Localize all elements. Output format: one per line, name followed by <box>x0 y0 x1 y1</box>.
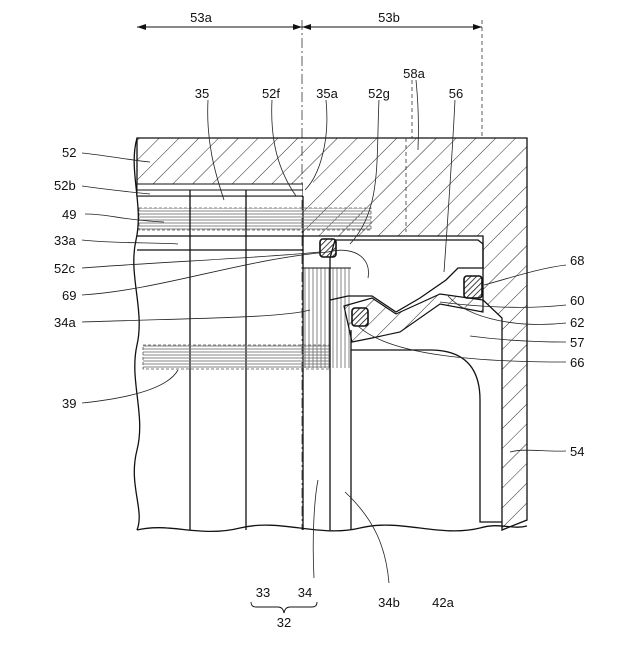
label-35a: 35a <box>316 86 338 101</box>
label-58a: 58a <box>403 66 425 81</box>
cavity-42a <box>351 350 502 522</box>
label-56: 56 <box>449 86 463 101</box>
label-54: 54 <box>570 444 584 459</box>
label-52b: 52b <box>54 178 76 193</box>
label-32: 32 <box>277 615 291 630</box>
break-line-bottom <box>137 525 527 531</box>
label-49: 49 <box>62 207 76 222</box>
label-34b: 34b <box>378 595 400 610</box>
band-49 <box>139 208 371 230</box>
break-line-left <box>134 138 140 530</box>
label-68: 68 <box>570 253 584 268</box>
label-57: 57 <box>570 335 584 350</box>
label-33: 33 <box>256 585 270 600</box>
label-34a: 34a <box>54 315 76 330</box>
label-52c: 52c <box>54 261 75 276</box>
seal-66 <box>352 308 368 326</box>
seal-68 <box>464 276 482 298</box>
label-52g: 52g <box>368 86 390 101</box>
label-66: 66 <box>570 355 584 370</box>
label-69: 69 <box>62 288 76 303</box>
label-60: 60 <box>570 293 584 308</box>
label-52: 52 <box>62 145 76 160</box>
label-34: 34 <box>298 585 312 600</box>
band-39 <box>143 345 329 369</box>
label-53b: 53b <box>378 10 400 25</box>
label-35: 35 <box>195 86 209 101</box>
label-33a: 33a <box>54 233 76 248</box>
label-62: 62 <box>570 315 584 330</box>
label-39: 39 <box>62 396 76 411</box>
label-53a: 53a <box>190 10 212 25</box>
label-52f: 52f <box>262 86 280 101</box>
brace-32 <box>251 602 317 613</box>
label-42a: 42a <box>432 595 454 610</box>
seal-69 <box>320 239 336 257</box>
sleeve-34 <box>303 258 351 530</box>
